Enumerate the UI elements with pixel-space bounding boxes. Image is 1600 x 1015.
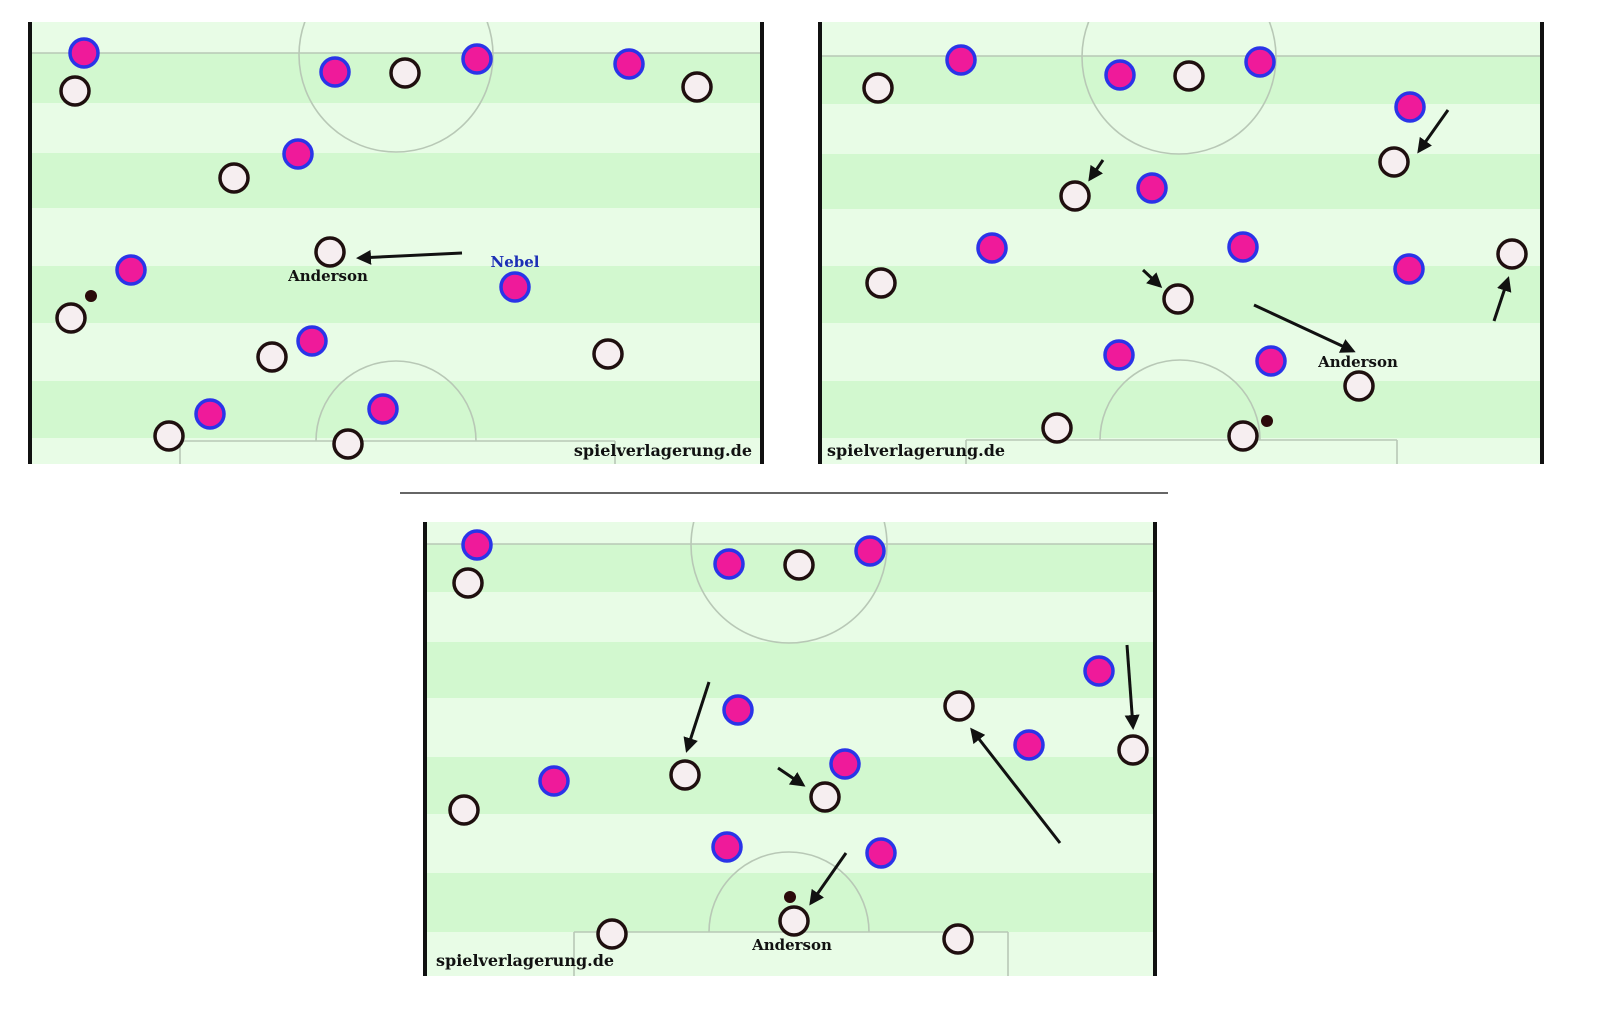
pitch-stripes xyxy=(820,22,1542,464)
away-players xyxy=(461,529,1115,869)
home-player xyxy=(153,420,185,452)
home-player xyxy=(783,549,815,581)
away-player xyxy=(461,43,493,75)
movement-arrows xyxy=(683,644,1140,906)
home-player xyxy=(809,781,841,813)
home-player xyxy=(332,428,364,460)
home-player xyxy=(942,923,974,955)
arrow xyxy=(777,766,806,787)
away-player xyxy=(282,138,314,170)
arrow xyxy=(1492,276,1512,322)
arrow xyxy=(809,852,848,906)
home-player xyxy=(681,71,713,103)
away-player xyxy=(538,765,570,797)
away-player xyxy=(296,325,328,357)
pitch-panel-bottom: Anderson spielverlagerung.de xyxy=(423,522,1157,976)
arrow xyxy=(1141,268,1163,289)
player-label-nebel: Nebel xyxy=(491,253,540,271)
home-player xyxy=(1059,180,1091,212)
arrow xyxy=(1253,303,1356,353)
away-player xyxy=(829,748,861,780)
away-player xyxy=(1255,345,1287,377)
away-player xyxy=(865,837,897,869)
watermark: spielverlagerung.de xyxy=(827,441,1005,460)
home-player xyxy=(669,759,701,791)
home-player xyxy=(218,162,250,194)
movement-arrows xyxy=(356,249,463,265)
away-player xyxy=(713,548,745,580)
home-player xyxy=(452,567,484,599)
away-player xyxy=(1394,91,1426,123)
away-player xyxy=(499,271,531,303)
pitch-panel-top-left: Anderson Nebel spielverlagerung.de xyxy=(28,22,764,464)
home-player xyxy=(592,338,624,370)
home-players xyxy=(862,60,1528,452)
home-player xyxy=(865,267,897,299)
away-player xyxy=(854,535,886,567)
away-player xyxy=(68,37,100,69)
home-players xyxy=(55,57,713,460)
home-player xyxy=(1496,238,1528,270)
away-player xyxy=(945,44,977,76)
ball xyxy=(85,290,97,302)
movement-arrows xyxy=(1088,109,1512,353)
away-player xyxy=(976,232,1008,264)
home-player xyxy=(1173,60,1205,92)
away-player xyxy=(1104,59,1136,91)
home-player xyxy=(1343,370,1375,402)
away-player xyxy=(1393,253,1425,285)
home-player xyxy=(1162,283,1194,315)
away-player xyxy=(711,831,743,863)
away-player xyxy=(1244,46,1276,78)
away-player xyxy=(319,56,351,88)
away-players xyxy=(945,44,1426,377)
arrow xyxy=(356,249,463,265)
home-player xyxy=(778,905,810,937)
arrow xyxy=(683,681,711,753)
home-player xyxy=(862,72,894,104)
home-player xyxy=(389,57,421,89)
home-player xyxy=(448,794,480,826)
home-player xyxy=(943,690,975,722)
home-player xyxy=(256,341,288,373)
home-players xyxy=(448,549,1149,955)
arrow xyxy=(1417,109,1450,154)
pitch-stripes xyxy=(425,522,1155,976)
away-players xyxy=(68,37,645,430)
away-player xyxy=(194,398,226,430)
away-player xyxy=(115,254,147,286)
pitch-stripes xyxy=(30,22,762,464)
watermark: spielverlagerung.de xyxy=(436,951,614,970)
home-player xyxy=(596,918,628,950)
player-label-anderson: Anderson xyxy=(1317,353,1398,371)
ball xyxy=(784,891,796,903)
arrow xyxy=(1124,644,1140,730)
pitch-markings xyxy=(820,22,1542,464)
away-player xyxy=(1013,729,1045,761)
away-player xyxy=(1083,655,1115,687)
away-player xyxy=(613,48,645,80)
home-player xyxy=(55,302,87,334)
watermark: spielverlagerung.de xyxy=(574,441,752,460)
away-player xyxy=(1136,172,1168,204)
away-player xyxy=(722,694,754,726)
home-player xyxy=(59,75,91,107)
home-player xyxy=(314,236,346,268)
home-player xyxy=(1041,412,1073,444)
away-player xyxy=(367,393,399,425)
home-player xyxy=(1378,146,1410,178)
pitch-panel-top-right: Anderson spielverlagerung.de xyxy=(818,22,1544,464)
arrow xyxy=(1088,159,1105,182)
arrow xyxy=(970,727,1062,844)
away-player xyxy=(1103,339,1135,371)
home-player xyxy=(1227,420,1259,452)
away-player xyxy=(1227,231,1259,263)
player-label-anderson: Anderson xyxy=(287,267,368,285)
home-player xyxy=(1117,734,1149,766)
away-player xyxy=(461,529,493,561)
player-label-anderson: Anderson xyxy=(751,936,832,954)
ball xyxy=(1261,415,1273,427)
